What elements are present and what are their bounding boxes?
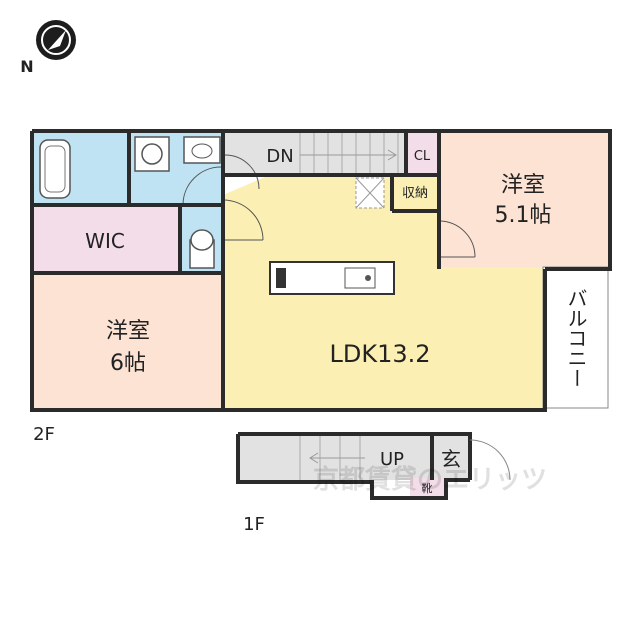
wic-label: WIC <box>85 229 125 253</box>
stairs-down-label: DN <box>266 146 293 167</box>
washing-machine-icon <box>134 136 170 172</box>
stairs-down-treads <box>299 133 399 175</box>
storage-box-icon <box>355 177 385 209</box>
toilet-icon <box>189 229 215 269</box>
north-compass-icon <box>36 20 76 60</box>
wic-area <box>34 205 180 273</box>
shoe-box-label: 靴 <box>422 481 433 495</box>
balcony-area <box>542 266 609 409</box>
walls-2f <box>30 129 612 412</box>
shoe-box-area <box>410 478 444 496</box>
floor-1f-label: 1F <box>243 514 265 535</box>
stairs-up-treads <box>299 436 365 480</box>
watermark: 京都賃貸のエリッツ <box>313 464 547 495</box>
walls-1f <box>236 432 472 500</box>
entrance-label: 玄 <box>441 447 461 471</box>
western-room-left-area <box>34 273 223 408</box>
ldk-label: LDK13.2 <box>329 340 430 368</box>
door-swings <box>182 154 476 258</box>
western-room-left-size: 6帖 <box>110 351 146 376</box>
closet-area <box>406 133 439 175</box>
north-label: N <box>20 57 33 76</box>
storage-label: 収納 <box>402 186 428 201</box>
western-room-right-size: 5.1帖 <box>495 203 552 228</box>
entrance-area <box>432 436 470 480</box>
kitchen-counter-icon <box>269 261 395 295</box>
sink-icon <box>183 136 221 164</box>
western-room-right-name: 洋室 <box>501 173 545 198</box>
western-room-left-name: 洋室 <box>106 319 150 344</box>
entrance-door-swing <box>469 439 511 481</box>
balcony-label: バルコニー <box>564 288 588 388</box>
bathtub-icon <box>39 139 71 199</box>
closet-label: CL <box>414 149 431 164</box>
western-room-right-area <box>439 133 608 267</box>
stairs-up-label: UP <box>380 449 404 470</box>
floor-2f-label: 2F <box>33 424 55 445</box>
